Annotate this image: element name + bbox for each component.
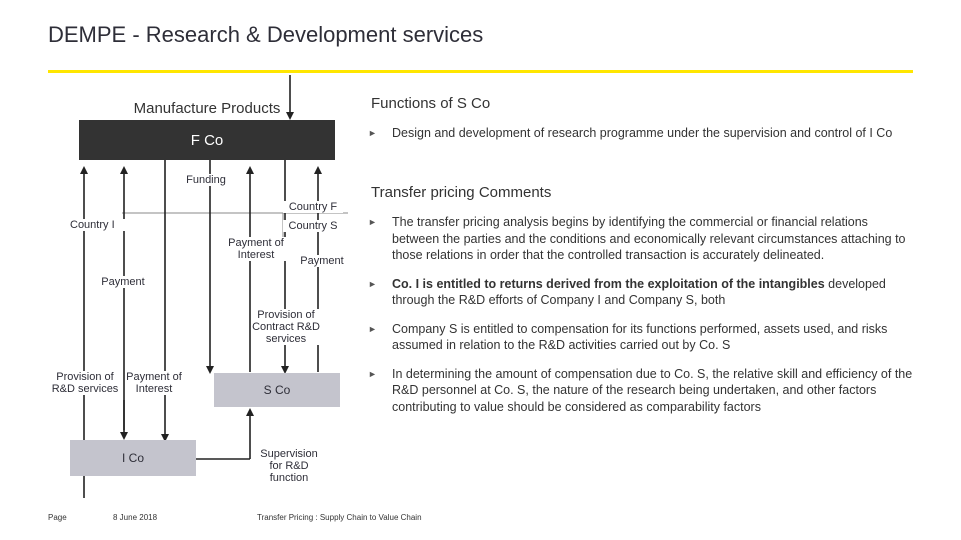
fco-box: F Co [79,120,335,160]
ico-box: I Co [70,440,196,476]
country-i-label: Country I [70,219,130,231]
provision-rd-services-label: Provision of R&D services [48,371,122,395]
footer-subject: Transfer Pricing : Supply Chain to Value… [257,513,422,522]
payment-left-label: Payment [97,276,149,288]
sco-label: S Co [263,383,291,397]
tp-bullet: In determining the amount of compensatio… [368,366,913,416]
ico-label: I Co [121,451,144,465]
functions-heading: Functions of S Co [371,95,491,112]
sco-box: S Co [214,373,340,407]
page-title: DEMPE - Research & Development services [48,22,484,47]
country-s-label: Country S [283,220,343,232]
payment-of-interest-top-label: Payment of Interest [226,237,286,261]
title-underline [48,70,913,73]
payment-right-label: Payment [295,255,349,267]
provision-contract-label: Provision of Contract R&D services [252,309,320,345]
tp-comments-list: The transfer pricing analysis begins by … [368,214,913,415]
payment-of-interest-left-label: Payment of Interest [126,371,182,395]
functions-list: Design and development of research progr… [368,125,913,142]
tp-bullet: Company S is entitled to compensation fo… [368,321,913,354]
tp-bullet: Co. I is entitled to returns derived fro… [368,276,913,309]
country-f-label: Country F [283,201,343,213]
footer-page-label: Page [48,513,67,522]
fco-label: F Co [190,131,224,149]
supervision-label: Supervision for R&D function [254,448,324,484]
manufacture-label: Manufacture Products [133,100,281,117]
footer-date: 8 June 2018 [113,513,158,522]
tp-heading: Transfer pricing Comments [371,184,552,201]
tp-bullet: The transfer pricing analysis begins by … [368,214,913,264]
functions-bullet: Design and development of research progr… [368,125,913,142]
funding-label: Funding [180,174,232,186]
